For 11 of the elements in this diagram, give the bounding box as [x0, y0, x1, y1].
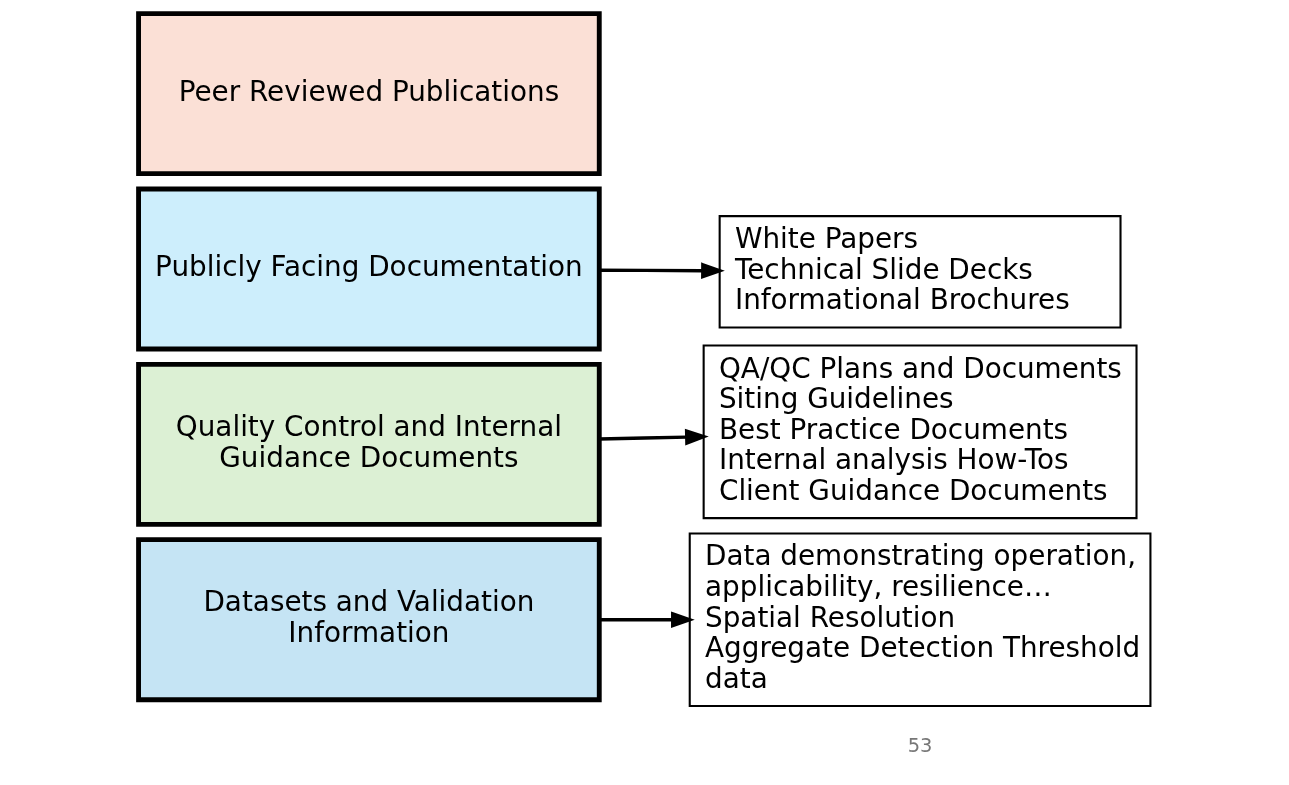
label: 53	[907, 733, 933, 757]
arrow	[599, 262, 725, 279]
node-box: Quality Control and Internal Guidance Documents	[136, 361, 602, 527]
node-box: Data demonstrating operation, applicability, resilience… Spatial Resolution Aggregate Detection Threshold data	[688, 532, 1152, 708]
node-box: QA/QC Plans and Documents Siting Guidelines Best Practice Documents Internal analysis How-Tos Client Guidance Documents	[702, 344, 1138, 520]
node-box: White Papers Technical Slide Decks Informational Brochures	[718, 215, 1122, 329]
arrow	[599, 611, 695, 628]
node-box: Publicly Facing Documentation	[136, 186, 602, 352]
node-box: Peer Reviewed Publications	[136, 11, 602, 177]
node-box: Datasets and Validation Information	[136, 537, 602, 703]
arrow	[599, 428, 709, 446]
